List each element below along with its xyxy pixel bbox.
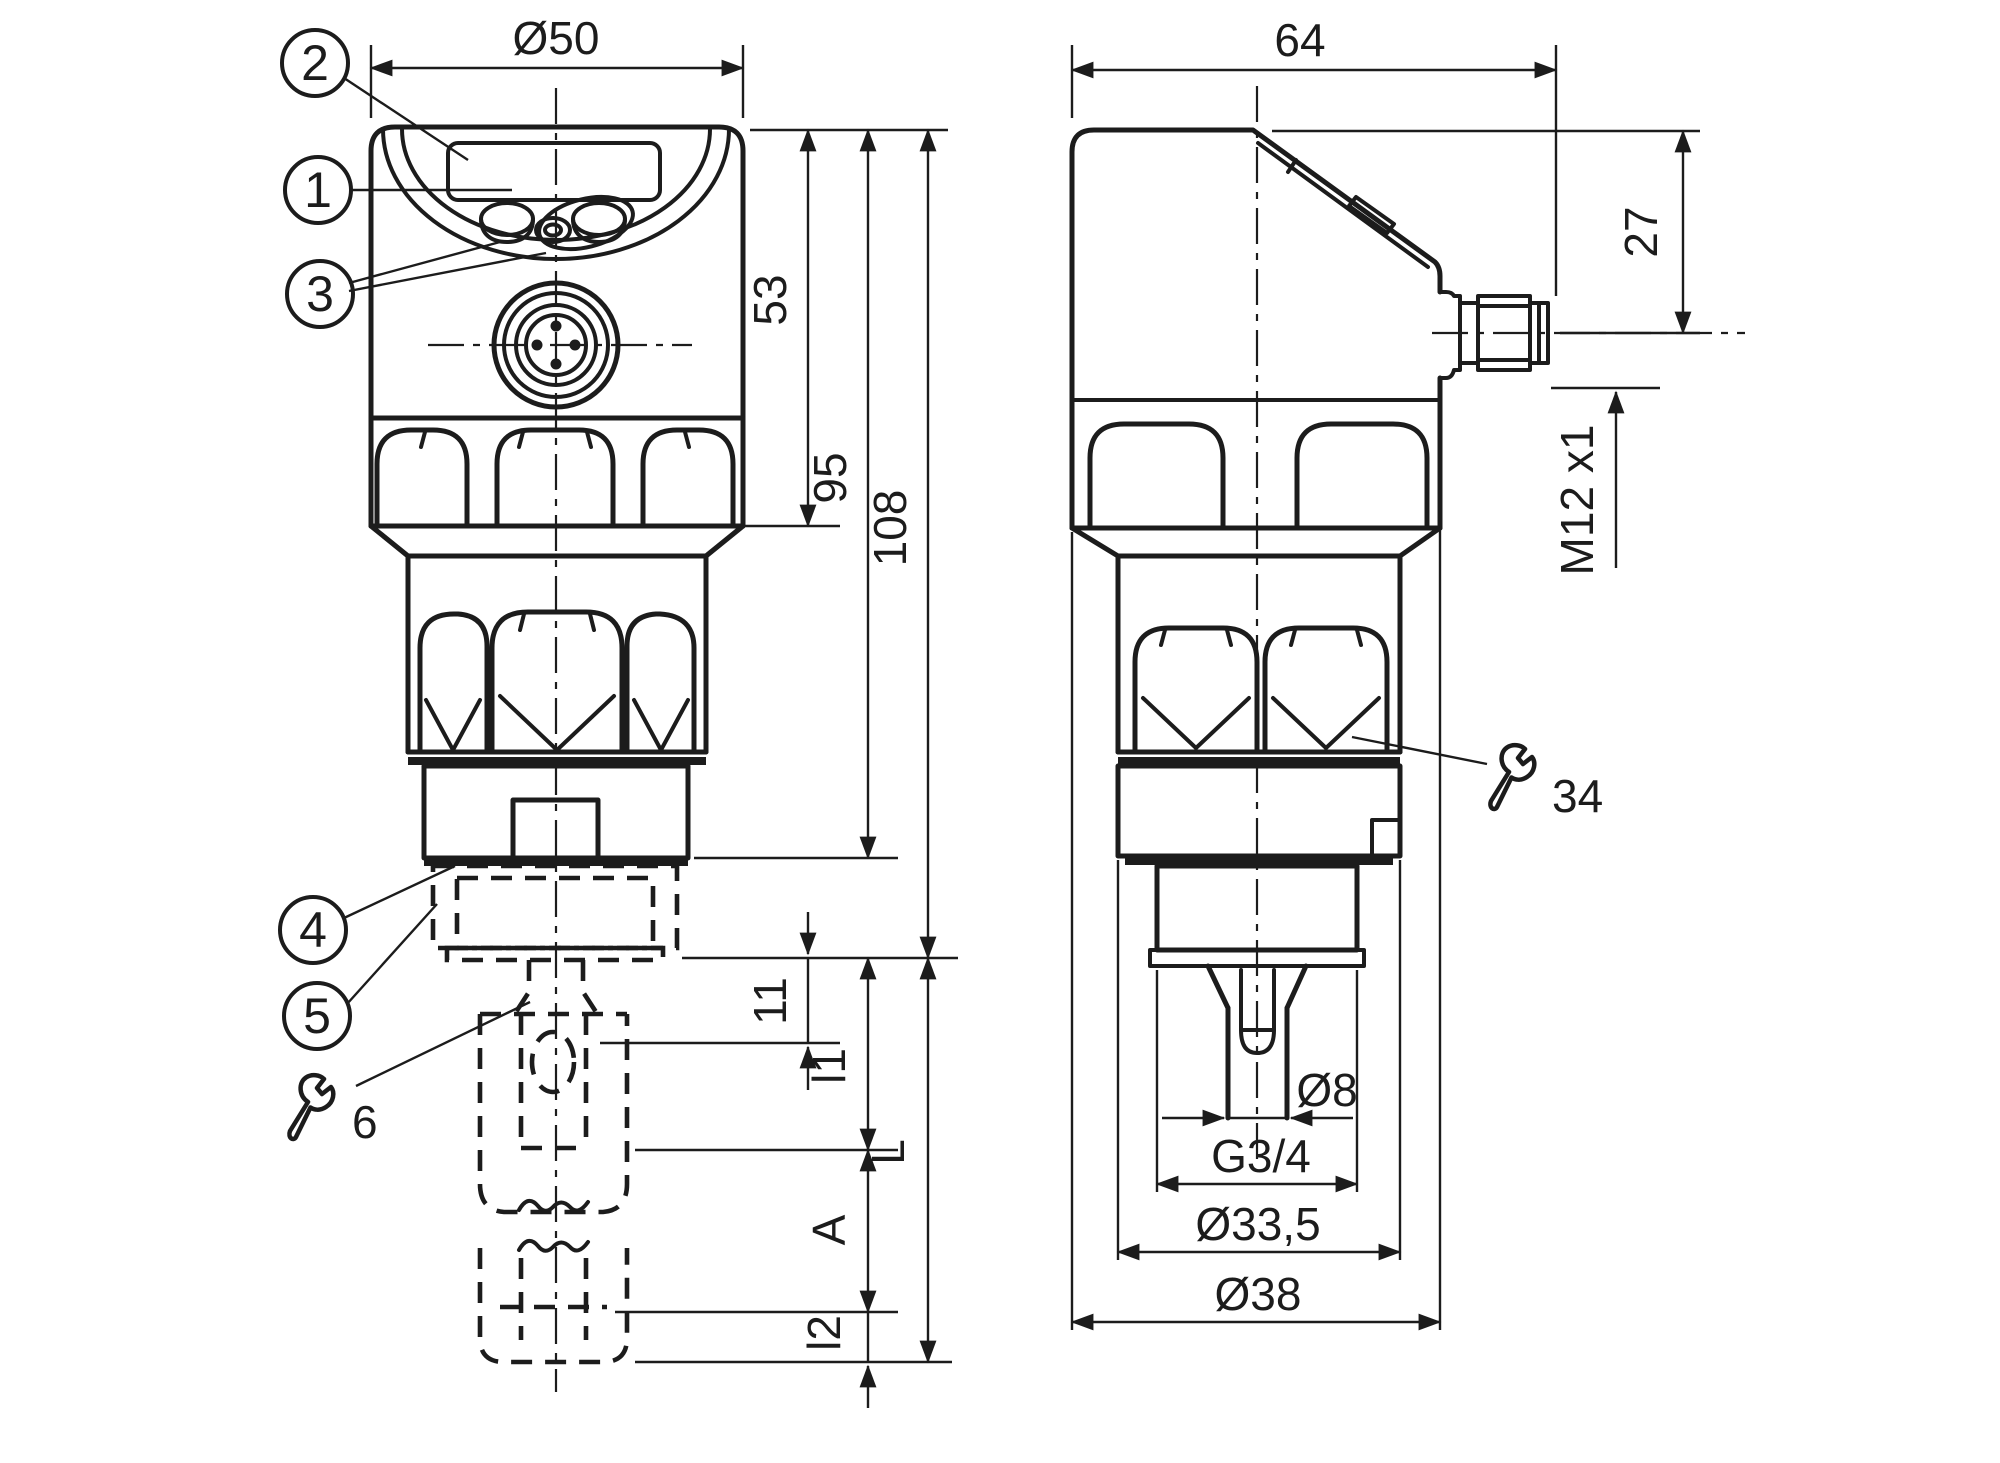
dim-depth: 64 (1274, 14, 1325, 66)
front-wrench: 6 (289, 1000, 531, 1148)
probe-tip (1239, 968, 1276, 1055)
connector-pin (550, 320, 562, 332)
dim-lower-inactive: l2 (798, 1315, 850, 1351)
side-wrench: 34 (1351, 735, 1603, 822)
side-dimensions: 64 27 M12 x1 Ø8 G3/4 Ø33,5 (1070, 14, 1700, 1331)
front-callouts: 2 1 3 4 5 (278, 28, 547, 1051)
break-mark (517, 1198, 590, 1213)
side-housing (1069, 127, 1443, 559)
front-grip-ribs-upper (374, 427, 736, 529)
dim-thread-length: 11 (744, 977, 796, 1025)
front-buttons (479, 194, 635, 252)
m12-connector-side (1438, 290, 1550, 380)
wrench-icon (1490, 745, 1534, 809)
button-guard-oval (537, 194, 635, 252)
side-collar (1115, 763, 1403, 865)
hidden-probe-tube-upper (477, 1011, 630, 1215)
button-right (571, 201, 627, 237)
dim-housing-height: 95 (804, 452, 856, 503)
side-centerlines (1255, 86, 1745, 1162)
hidden-adapter-lip (444, 945, 666, 963)
dim-collar-diameter: Ø33,5 (1195, 1198, 1320, 1250)
front-housing-head (368, 124, 746, 559)
hidden-probe-tube-lower (477, 1248, 630, 1365)
front-wrench-size: 6 (352, 1096, 378, 1148)
side-view: 34 64 27 M12 x1 Ø8 (1069, 14, 1745, 1331)
front-collar (421, 763, 691, 866)
callout-circle-4 (278, 895, 348, 965)
front-view: 2 1 3 4 5 6 Ø50 (278, 12, 958, 1408)
dim-active-zone: A (803, 1214, 855, 1245)
break-mark (517, 1238, 590, 1253)
dim-connector-height: 27 (1615, 206, 1667, 257)
callout-circle-3 (285, 259, 355, 329)
slope-tab (1347, 195, 1396, 235)
dim-height-to-seal: 108 (864, 490, 916, 567)
side-adapter-lip (1148, 948, 1366, 968)
dim-housing-diameter: Ø38 (1215, 1268, 1302, 1320)
callout-2: 2 (301, 35, 329, 91)
dim-connector-thread: M12 x1 (1551, 425, 1603, 576)
callout-circle-5 (282, 981, 352, 1051)
dim-head-diameter: Ø50 (513, 12, 600, 64)
front-hidden-process-connection (430, 863, 680, 1365)
connector-pin (550, 358, 562, 370)
collar-tab (510, 797, 601, 861)
dim-process-thread: G3/4 (1211, 1130, 1311, 1182)
connector-pin (531, 339, 543, 351)
side-mid-section (1115, 553, 1403, 765)
side-wrench-size: 34 (1552, 770, 1603, 822)
callout-circle-1 (283, 155, 353, 225)
dim-rod-diameter: Ø8 (1296, 1064, 1357, 1116)
dim-probe-length: L (862, 1139, 914, 1165)
callout-5: 5 (303, 988, 331, 1044)
dim-head-height: 53 (744, 274, 796, 325)
hidden-probe-neck (514, 960, 598, 1014)
button-left (479, 201, 535, 237)
m12-connector-front (491, 280, 621, 410)
button-middle (534, 216, 572, 244)
connector-pin (569, 339, 581, 351)
hidden-rod-window (529, 1029, 577, 1095)
wrench-icon (289, 1075, 333, 1139)
callout-1: 1 (304, 162, 332, 218)
dim-upper-inactive: l1 (803, 1048, 855, 1084)
callout-4: 4 (299, 902, 327, 958)
display-window (446, 141, 662, 202)
front-mid-section (405, 553, 709, 765)
callout-circle-2 (280, 28, 350, 98)
front-dimensions: Ø50 53 95 108 11 l1 (369, 12, 958, 1408)
side-process-connection (1148, 863, 1366, 1121)
callout-3: 3 (306, 266, 334, 322)
